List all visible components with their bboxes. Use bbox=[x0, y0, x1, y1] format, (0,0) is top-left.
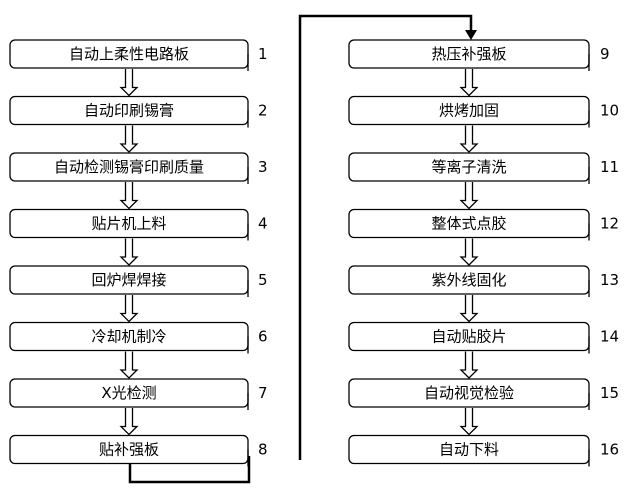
flow-arrow-icon bbox=[459, 408, 479, 436]
step-label: 贴片机上料 bbox=[91, 215, 166, 233]
left-step-number: 1 bbox=[258, 45, 268, 63]
flow-arrow-icon bbox=[459, 351, 479, 379]
right-step-box: 自动视觉检验 bbox=[348, 378, 590, 410]
svg-text:5: 5 bbox=[258, 271, 268, 289]
flow-arrow-icon bbox=[459, 182, 479, 210]
step-label: 热压补强板 bbox=[431, 45, 506, 63]
svg-text:4: 4 bbox=[258, 215, 268, 233]
step-label: 紫外线固化 bbox=[431, 271, 506, 289]
left-step-box: 自动上柔性电路板 bbox=[9, 39, 249, 71]
left-step-box: 自动印刷锡膏 bbox=[9, 95, 249, 128]
svg-text:10: 10 bbox=[600, 102, 619, 120]
svg-text:9: 9 bbox=[600, 45, 610, 63]
column-connector-line-top bbox=[298, 14, 473, 460]
flow-arrow-icon bbox=[119, 351, 139, 379]
step-label: 自动检测锡膏印刷质量 bbox=[54, 158, 204, 176]
svg-text:14: 14 bbox=[600, 328, 619, 346]
right-step-box: 热压补强板 bbox=[348, 39, 590, 71]
right-step-box: 自动贴胶片 bbox=[348, 321, 590, 354]
column-connector-arrowhead bbox=[465, 30, 477, 40]
step-label: 自动上柔性电路板 bbox=[69, 45, 189, 63]
step-label: 回炉焊焊接 bbox=[91, 271, 166, 289]
svg-text:16: 16 bbox=[600, 441, 619, 459]
flow-arrow-icon bbox=[119, 182, 139, 210]
left-step-box: 回炉焊焊接 bbox=[9, 265, 249, 297]
step-label: 冷却机制冷 bbox=[91, 328, 166, 346]
svg-text:6: 6 bbox=[258, 328, 268, 346]
flow-arrow-icon bbox=[459, 69, 479, 97]
right-step-box: 自动下料 bbox=[348, 434, 590, 467]
svg-text:2: 2 bbox=[258, 102, 268, 120]
flow-arrow-icon bbox=[119, 408, 139, 436]
flow-arrow-icon bbox=[119, 125, 139, 153]
svg-text:13: 13 bbox=[600, 271, 619, 289]
step-label: 整体式点胶 bbox=[431, 215, 506, 233]
right-step-number: 13 bbox=[600, 271, 619, 289]
step-label: 自动视觉检验 bbox=[424, 384, 514, 402]
right-step-box: 等离子清洗 bbox=[348, 152, 590, 184]
step-label: 贴补强板 bbox=[99, 441, 159, 459]
left-step-box: 冷却机制冷 bbox=[9, 321, 249, 354]
step-label: 自动印刷锡膏 bbox=[84, 102, 174, 120]
svg-text:8: 8 bbox=[258, 441, 268, 459]
left-step-number: 2 bbox=[258, 102, 268, 120]
flow-arrow-icon bbox=[119, 238, 139, 266]
svg-text:1: 1 bbox=[258, 45, 268, 63]
step-label: 烘烤加固 bbox=[439, 102, 499, 120]
step-label: 自动下料 bbox=[439, 441, 499, 459]
right-step-box: 紫外线固化 bbox=[348, 265, 590, 297]
flow-arrow-icon bbox=[459, 295, 479, 323]
svg-text:15: 15 bbox=[600, 384, 619, 402]
right-step-number: 14 bbox=[600, 328, 619, 346]
left-step-box: 贴补强板 bbox=[9, 434, 249, 467]
right-step-box: 整体式点胶 bbox=[348, 208, 590, 241]
column-connector-line bbox=[128, 456, 251, 484]
left-step-number: 8 bbox=[258, 441, 268, 459]
left-step-number: 5 bbox=[258, 271, 268, 289]
right-step-number: 12 bbox=[600, 215, 619, 233]
svg-text:3: 3 bbox=[258, 158, 268, 176]
right-step-number: 10 bbox=[600, 102, 619, 120]
right-step-number: 11 bbox=[600, 158, 619, 176]
right-step-number: 16 bbox=[600, 441, 619, 459]
svg-text:12: 12 bbox=[600, 215, 619, 233]
left-step-box: 自动检测锡膏印刷质量 bbox=[9, 152, 249, 184]
flow-arrow-icon bbox=[459, 125, 479, 153]
svg-text:11: 11 bbox=[600, 158, 619, 176]
flow-arrow-icon bbox=[459, 238, 479, 266]
right-step-number: 15 bbox=[600, 384, 619, 402]
left-step-box: 贴片机上料 bbox=[9, 208, 249, 241]
left-step-box: X光检测 bbox=[9, 378, 249, 410]
right-step-number: 9 bbox=[600, 45, 610, 63]
flow-arrow-icon bbox=[119, 295, 139, 323]
left-step-number: 6 bbox=[258, 328, 268, 346]
left-step-number: 3 bbox=[258, 158, 268, 176]
left-step-number: 7 bbox=[258, 384, 268, 402]
left-step-number: 4 bbox=[258, 215, 268, 233]
right-step-box: 烘烤加固 bbox=[348, 95, 590, 128]
step-label: 自动贴胶片 bbox=[431, 328, 506, 346]
svg-text:7: 7 bbox=[258, 384, 268, 402]
step-label: 等离子清洗 bbox=[431, 158, 506, 176]
step-label: X光检测 bbox=[101, 384, 156, 402]
flow-arrow-icon bbox=[119, 69, 139, 97]
